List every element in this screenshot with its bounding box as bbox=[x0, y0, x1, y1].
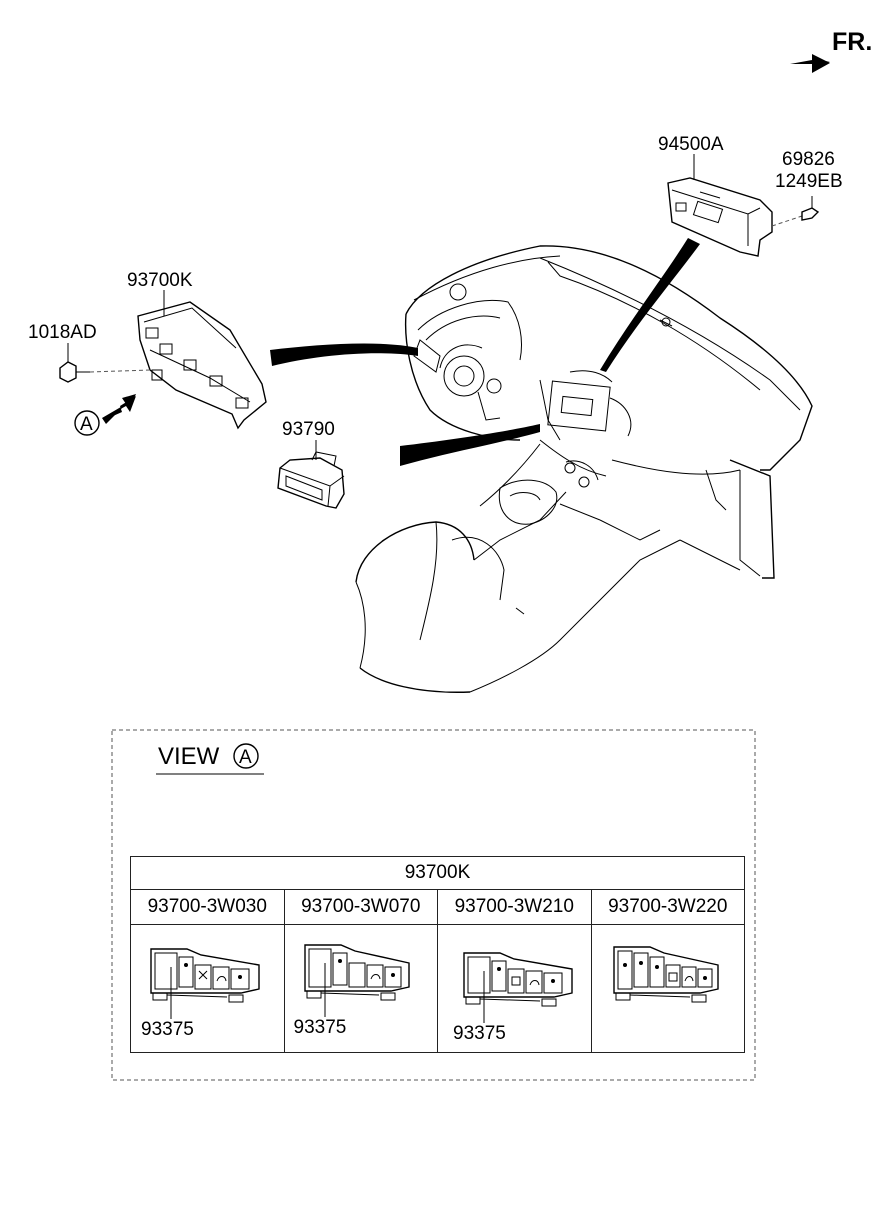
table-cell bbox=[590, 924, 745, 1053]
view-title: VIEW bbox=[158, 743, 220, 770]
callout-switch: 93790 bbox=[282, 419, 335, 440]
screw-icon bbox=[801, 196, 820, 221]
table-header: 93700K bbox=[130, 856, 745, 890]
table-column-header: 93700-3W030 bbox=[130, 889, 285, 925]
switch-panel-figure bbox=[612, 946, 719, 1003]
parts-table: 93700K 93700-3W030 93700-3W070 93700-3W2… bbox=[130, 856, 745, 1053]
switch-93790 bbox=[277, 451, 345, 509]
module-94500a bbox=[667, 177, 803, 257]
fr-arrow-icon bbox=[790, 54, 830, 73]
bolt-icon bbox=[59, 361, 151, 383]
callout-view-marker: A bbox=[80, 414, 93, 435]
switch-panel-figure bbox=[150, 948, 260, 1019]
leader-sweep-1 bbox=[270, 343, 418, 366]
view-a-arrow-icon bbox=[102, 394, 136, 424]
view-circle-a-icon bbox=[233, 743, 259, 769]
switch-panel-figure bbox=[303, 944, 410, 1017]
sub-part-label: 93375 bbox=[141, 1019, 194, 1040]
leader-sweep-3 bbox=[600, 238, 700, 372]
sub-part-label: 93375 bbox=[453, 1023, 506, 1044]
callout-screw-2: 1249EB bbox=[775, 171, 843, 192]
direction-label: FR. bbox=[832, 28, 872, 56]
leader-sweep-2 bbox=[400, 424, 540, 466]
table-cell: 93375 bbox=[437, 924, 592, 1053]
table-column-header: 93700-3W070 bbox=[283, 889, 438, 925]
table-column-header: 93700-3W210 bbox=[437, 889, 592, 925]
switch-panel-figure bbox=[463, 952, 573, 1023]
table-cell: 93375 bbox=[283, 924, 438, 1053]
table-cell: 93375 bbox=[130, 924, 285, 1053]
dashboard-illustration bbox=[355, 245, 813, 693]
callout-bolt: 1018AD bbox=[28, 322, 97, 343]
view-marker: A bbox=[239, 747, 252, 768]
callout-switch-assembly: 93700K bbox=[127, 270, 193, 291]
circle-a-icon bbox=[74, 410, 100, 436]
callout-module: 94500A bbox=[658, 134, 724, 155]
table-column-header: 93700-3W220 bbox=[590, 889, 745, 925]
switch-assembly-93700k bbox=[137, 301, 267, 430]
callout-screw-1: 69826 bbox=[782, 149, 835, 170]
sub-part-label: 93375 bbox=[293, 1017, 347, 1038]
